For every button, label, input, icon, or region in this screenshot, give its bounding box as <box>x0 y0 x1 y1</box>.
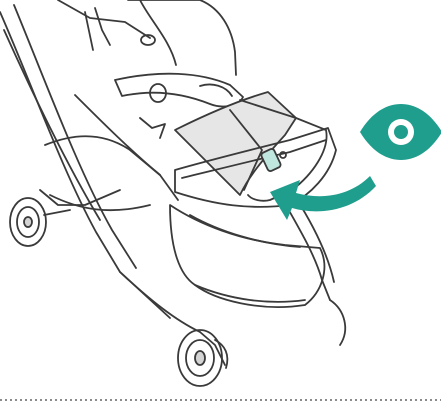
front-wheel <box>178 330 222 386</box>
eye-icon <box>360 104 441 160</box>
basket-rim <box>190 215 300 247</box>
rear-axle <box>44 210 70 215</box>
front-frame-left-outer <box>0 12 170 318</box>
bumper-bar <box>115 74 243 107</box>
basket <box>170 205 324 307</box>
lower-frame <box>120 272 200 332</box>
seat-side <box>75 95 160 175</box>
seat-back <box>128 0 236 75</box>
seat-belt <box>140 118 165 138</box>
front-frame-stripe <box>4 30 100 220</box>
curved-arrow-icon <box>270 176 376 220</box>
footrest-latch <box>260 148 281 172</box>
latch-pin <box>280 152 286 158</box>
rear-wheel <box>10 198 46 246</box>
bumper-grip <box>200 84 232 96</box>
seat-back-inner <box>140 0 176 65</box>
seat-back-strap <box>95 8 110 45</box>
front-wheel-right <box>330 300 345 345</box>
rear-frame-tube <box>40 190 120 205</box>
